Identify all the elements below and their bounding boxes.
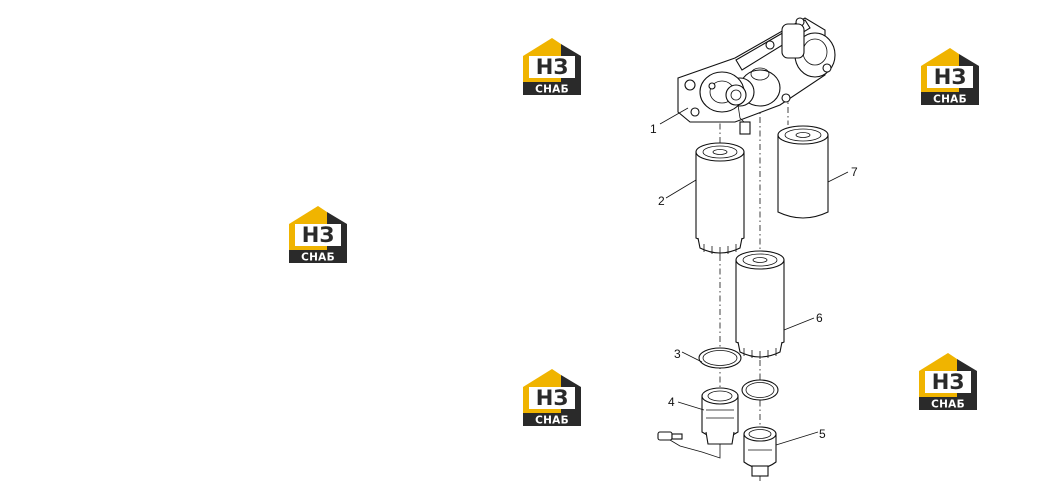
watermark-logo: НЗ СНАБ — [287, 204, 349, 266]
leader-lines — [659, 107, 849, 446]
logo-letters: НЗ — [536, 55, 569, 79]
logo-house-icon: НЗ СНАБ — [919, 353, 977, 411]
logo-letters: НЗ — [932, 370, 965, 394]
logo-letters: НЗ — [536, 386, 569, 410]
watermark-logo: НЗ СНАБ — [917, 351, 979, 413]
logo-letters: НЗ — [302, 223, 335, 247]
drain-bowl-right — [743, 426, 777, 481]
callout-5: 5 — [819, 427, 826, 441]
logo-letters: НЗ — [934, 65, 967, 89]
drain-bowl-with-sensor — [657, 387, 739, 459]
logo-house-icon: НЗ СНАБ — [523, 38, 581, 96]
water-separator-element — [735, 250, 785, 359]
filter-assembly-diagram: 1 2 3 4 5 6 7 — [650, 17, 858, 481]
callout-7: 7 — [851, 165, 858, 179]
filter-element-left — [695, 142, 745, 255]
logo-caption: СНАБ — [301, 252, 335, 264]
logo-caption: СНАБ — [931, 399, 965, 411]
logo-house-icon: НЗ СНАБ — [289, 206, 347, 264]
logo-caption: СНАБ — [535, 84, 569, 96]
o-ring-right — [741, 379, 779, 401]
callout-3: 3 — [674, 347, 681, 361]
callout-4: 4 — [668, 395, 675, 409]
logo-house-icon: НЗ СНАБ — [921, 48, 979, 106]
callout-1: 1 — [650, 122, 657, 136]
callout-2: 2 — [658, 194, 665, 208]
logo-caption: СНАБ — [933, 94, 967, 106]
filter-head-bracket — [677, 17, 836, 135]
logo-caption: СНАБ — [535, 415, 569, 427]
callout-6: 6 — [816, 311, 823, 325]
watermark-logo: НЗ СНАБ — [919, 46, 981, 108]
watermark-logo: НЗ СНАБ — [521, 36, 583, 98]
filter-element-right — [777, 125, 829, 219]
watermark-logo: НЗ СНАБ — [521, 367, 583, 429]
logo-house-icon: НЗ СНАБ — [523, 369, 581, 427]
o-ring-left — [698, 347, 742, 369]
